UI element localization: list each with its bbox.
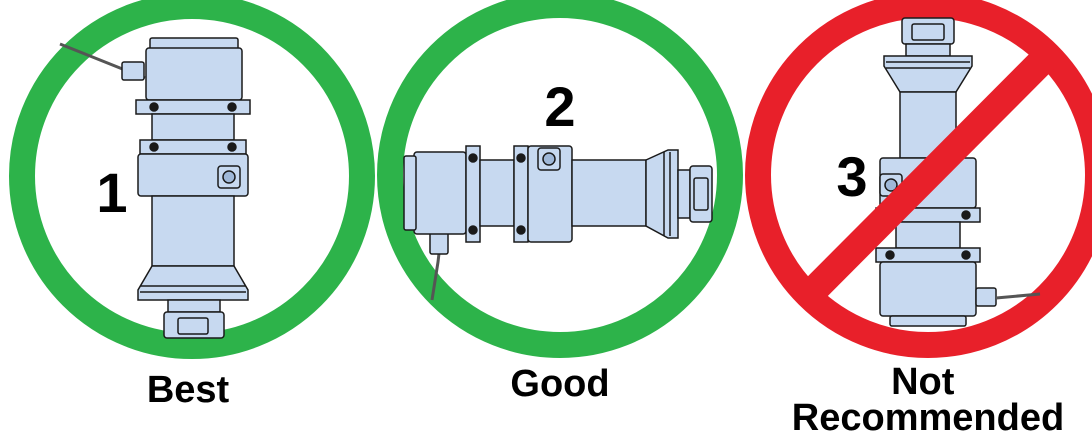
sensor-horizontal-icon [403,145,713,301]
caption-best: Best [147,369,230,411]
sensor-vertical-down-icon [875,17,1041,327]
orientation-number-3: 3 [836,145,867,208]
caption-line-not: Not [891,361,955,403]
panel-not-recommended: 3 Not Recommended [745,0,1092,439]
orientation-number-2: 2 [544,75,575,138]
panel-good: 2 Good [377,0,743,405]
green-ring-icon [377,0,743,358]
sensor-vertical-up-icon [59,37,251,339]
panel-best: 1 Best [9,0,375,411]
caption-good: Good [510,363,609,405]
green-ring-icon [9,0,375,359]
prohibited-slash-icon [804,48,1055,300]
caption-not-recommended: Not Recommended [792,361,1064,439]
caption-line-recommended: Recommended [792,397,1064,439]
orientation-number-1: 1 [96,161,127,224]
red-ring-icon [745,0,1092,358]
